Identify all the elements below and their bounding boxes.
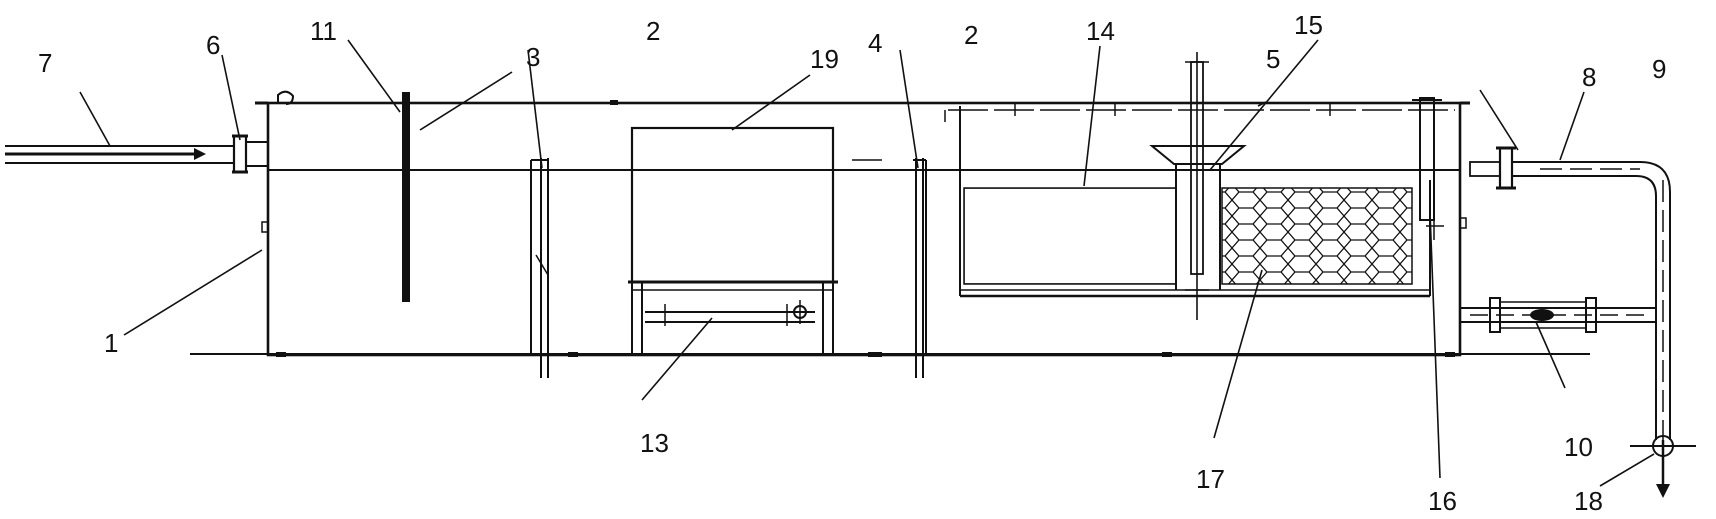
label-2a: 2: [646, 16, 660, 46]
partition-plate-left: [530, 158, 549, 378]
label-7: 7: [38, 48, 52, 78]
filter-media: [963, 187, 1413, 285]
screen-mechanism: [645, 300, 815, 326]
label-5: 5: [1266, 44, 1280, 74]
label-16: 16: [1428, 486, 1457, 516]
outlet-pipe: [1512, 161, 1671, 440]
inlet-baffle: [402, 92, 410, 302]
label-4: 4: [868, 28, 882, 58]
label-10: 10: [1564, 432, 1593, 462]
callout-labels: 1 2 2 3 4 5 6 7 8 9 10 11 13 14 15 16 17…: [38, 10, 1666, 516]
inlet-flange: [232, 134, 269, 174]
label-6: 6: [206, 30, 220, 60]
drain-valve: [1499, 301, 1587, 329]
label-19: 19: [810, 44, 839, 74]
tank-body: [190, 100, 1590, 357]
label-14: 14: [1086, 16, 1115, 46]
equipment-box: [628, 126, 838, 354]
label-3: 3: [526, 42, 540, 72]
inlet-pipe: [5, 145, 235, 164]
label-1: 1: [104, 328, 118, 358]
label-8: 8: [1582, 62, 1596, 92]
discharge-outlet: [1630, 435, 1696, 498]
central-pipe: [1149, 52, 1247, 320]
outlet-flange: [1469, 146, 1516, 190]
label-15: 15: [1294, 10, 1323, 40]
label-9: 9: [1652, 54, 1666, 84]
lid-hook-icon: [277, 90, 295, 105]
label-18: 18: [1574, 486, 1603, 516]
label-17: 17: [1196, 464, 1225, 494]
overflow-weir: [1412, 97, 1444, 240]
drain-pipe: [1460, 297, 1656, 333]
partition-plate-right: [913, 158, 927, 378]
leader-lines: [79, 39, 1655, 487]
label-11: 11: [310, 16, 337, 46]
label-2b: 2: [964, 20, 978, 50]
label-13: 13: [640, 428, 669, 458]
filter-chamber: [944, 104, 1455, 298]
